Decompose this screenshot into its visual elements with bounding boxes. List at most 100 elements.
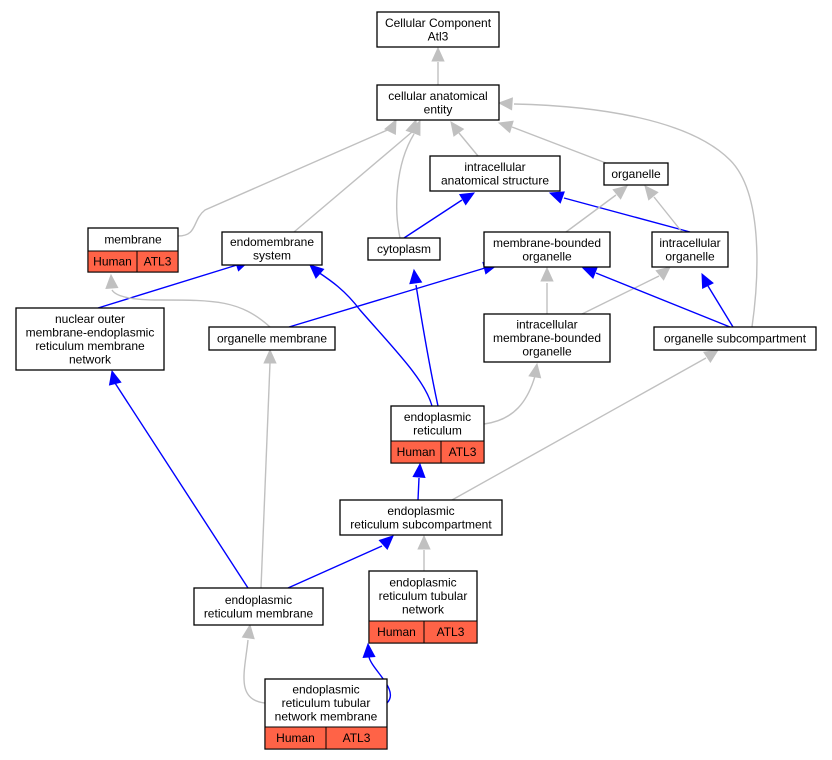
node-box [221,231,323,266]
node-box [193,587,324,626]
edge-cyto-to-ias [403,192,476,239]
arrow-head-icon [497,97,513,111]
node-label-line: membrane [104,233,162,247]
arrow-head-icon [548,191,565,204]
node-label-line: network [69,352,112,366]
edge-line [653,196,683,233]
edge-erm-to-nuc [108,369,249,589]
edge-line [293,131,413,233]
edge-line [707,285,734,328]
node-label-line: membrane-bounded [493,331,601,345]
arrow-head-icon [108,369,122,386]
arrow-head-icon [528,362,542,379]
node-box [653,326,817,351]
edge-line [513,103,758,328]
node-om[interactable]: organelle membrane [208,326,336,351]
node-label-line: endoplasmic [292,683,359,697]
node-label-line: nuclear outer [55,312,125,326]
arrow-head-icon [497,120,514,134]
species-label: Human [276,731,315,745]
arrow-head-icon [703,349,720,364]
node-label-line: intracellular [516,318,577,332]
edge-cae-to-root [431,46,445,85]
node-label-line: endoplasmic [389,576,456,590]
edge-line [403,199,463,239]
node-label-line: reticulum tubular [282,696,371,710]
arrow-head-icon [417,534,431,550]
edge-osc-to-io [701,272,734,328]
node-label-line: network membrane [275,710,378,724]
node-osc[interactable]: organelle subcompartment [653,326,817,351]
node-label-line: endoplasmic [404,410,471,424]
arrow-head-icon [263,348,277,364]
node-box [651,231,729,268]
arrow-head-icon [655,266,671,281]
node-label-line: anatomical structure [441,173,549,187]
edge-line [565,194,617,233]
edge-line [260,362,271,589]
edge-organelle-to-cae [497,120,607,164]
arrow-head-icon [309,264,325,279]
edge-line [458,132,479,157]
edge-line [417,477,420,501]
arrow-head-icon [540,266,554,282]
node-label-line: endoplasmic [225,593,292,607]
node-nuc[interactable]: nuclear outermembrane-endoplasmicreticul… [15,307,165,371]
edge-line [97,264,238,309]
species-label: Human [397,445,436,459]
arrow-head-icon [412,462,426,478]
edge-line [288,267,486,328]
edge-ersc-to-osc [451,349,720,501]
node-box [483,313,611,363]
gene-label: ATL3 [343,731,371,745]
edge-line [563,197,691,233]
edge-ertnm-to-erm [241,623,266,704]
node-cyto[interactable]: cytoplasm [367,237,441,261]
node-label-line: entity [424,102,453,116]
edge-line [287,545,383,589]
node-label-line: cytoplasm [377,242,431,256]
node-box [483,231,611,268]
node-box [208,326,336,351]
node-organelle[interactable]: organelle [603,162,669,186]
arrow-head-icon [241,623,255,640]
edge-ias-to-cae [450,121,479,157]
arrow-head-icon [431,46,445,62]
node-label-line: reticulum [413,423,462,437]
node-box [367,237,441,261]
arrow-head-icon [378,535,394,551]
arrow-head-icon [450,121,465,137]
node-label-line: network [402,603,445,617]
species-label: Human [93,255,132,269]
node-box [15,307,165,371]
edge-line [243,639,266,704]
edges-layer [97,46,758,704]
edge-line [111,289,271,328]
arrow-head-icon [408,119,421,137]
node-label-line: organelle [522,249,572,263]
edge-line [114,382,249,589]
edge-line [396,133,415,239]
node-label-line: system [253,248,291,262]
edge-line [595,272,731,328]
gene-cell [325,726,388,750]
edge-er-to-cyto [409,268,439,407]
arrow-head-icon [701,272,714,289]
edge-line [581,275,660,315]
arrow-head-icon [409,268,423,285]
